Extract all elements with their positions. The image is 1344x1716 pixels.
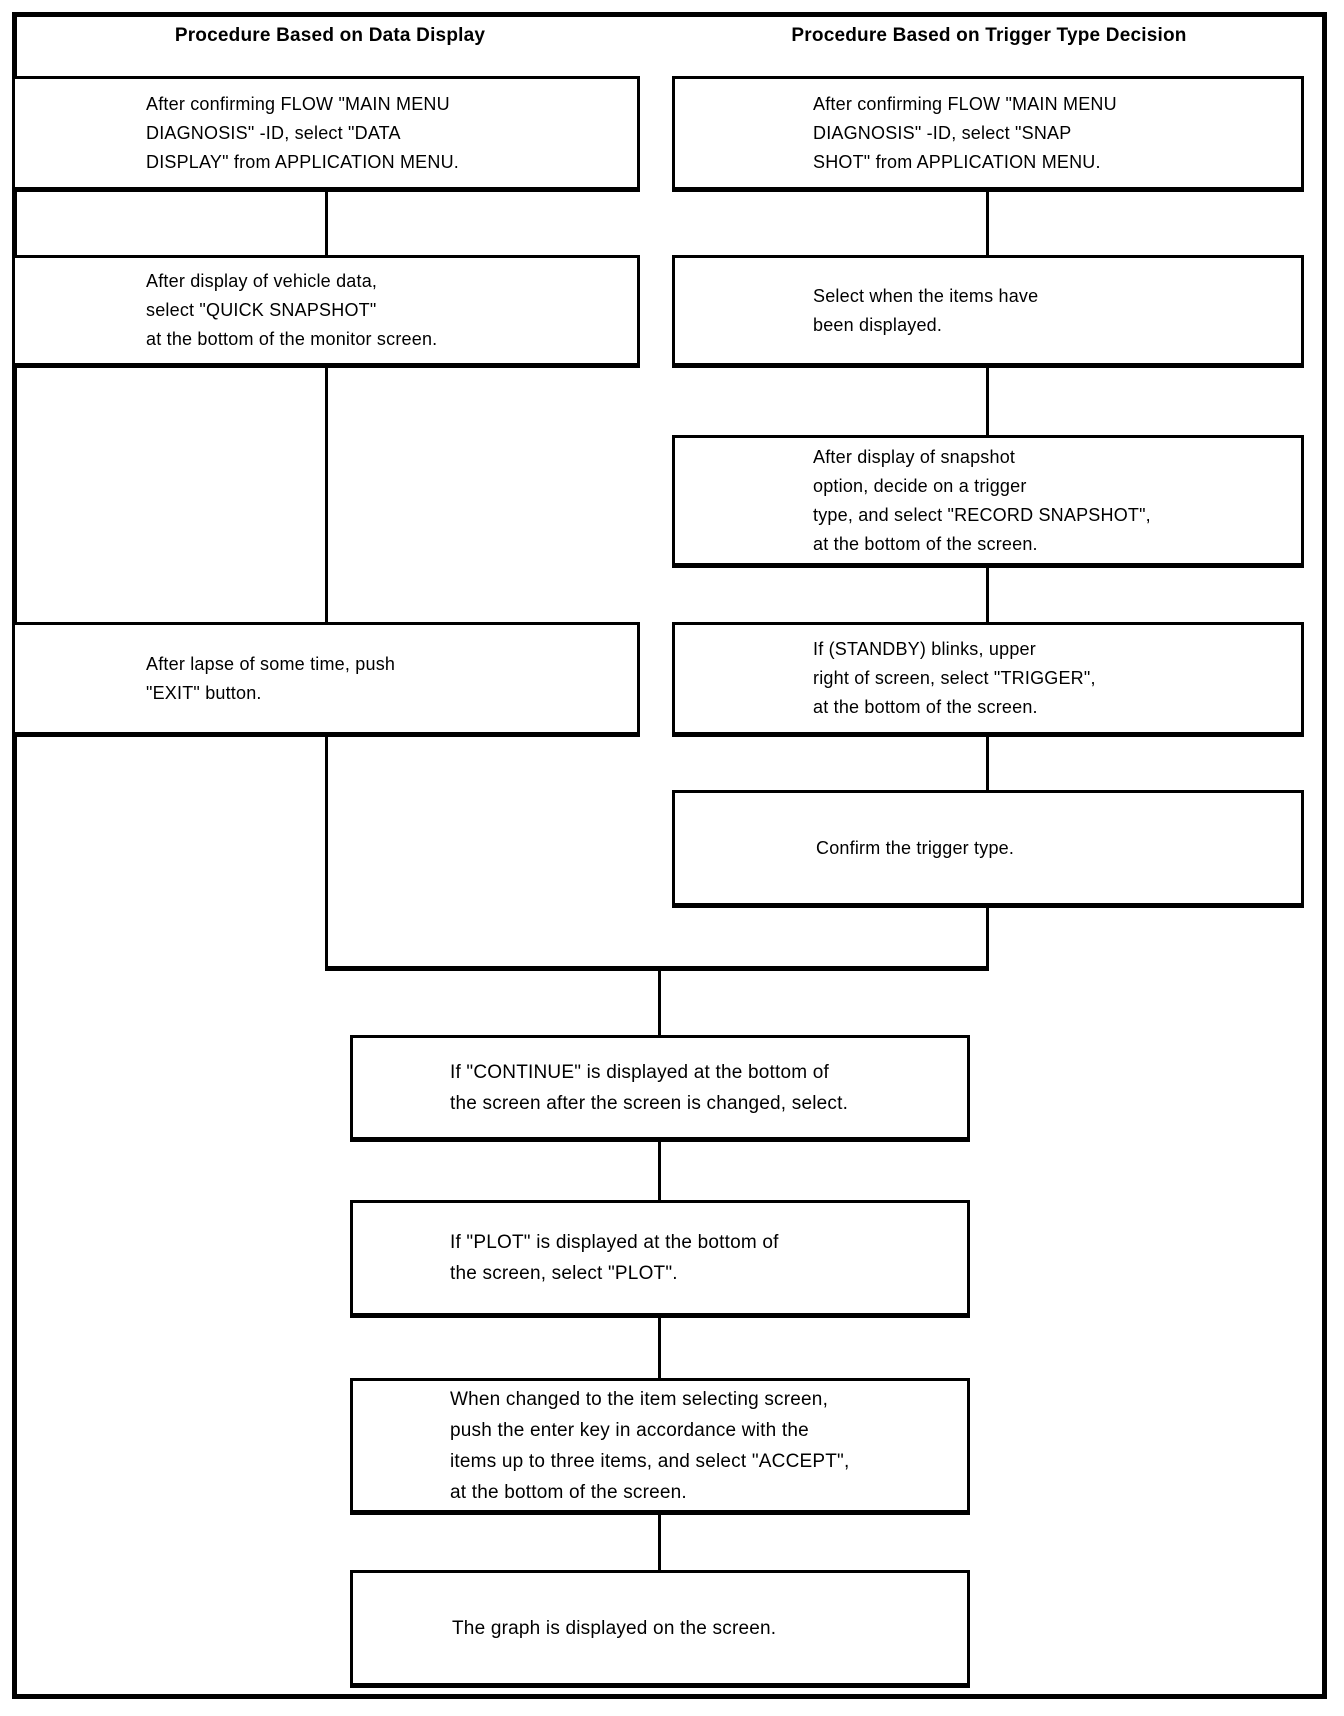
flow-box-text: If "CONTINUE" is displayed at the bottom… xyxy=(450,1061,849,1114)
connector-right-step1-step2 xyxy=(986,192,989,255)
connector-plot-to-accept xyxy=(658,1318,661,1378)
connector-merge-to-continue xyxy=(658,971,661,1035)
flow-box-trigger-step4: If (STANDBY) blinks, upper right of scre… xyxy=(672,622,1304,737)
connector-right-to-merge xyxy=(986,908,989,971)
flow-box-text: Select when the items have been displaye… xyxy=(813,285,1039,335)
flow-box-trigger-step5: Confirm the trigger type. xyxy=(672,790,1304,908)
flow-box-plot: If "PLOT" is displayed at the bottom of … xyxy=(350,1200,970,1318)
flow-box-text: After display of snapshot option, decide… xyxy=(813,446,1151,554)
connector-right-step3-step4 xyxy=(986,568,989,622)
connector-left-step2-step3 xyxy=(325,368,328,622)
right-column-header: Procedure Based on Trigger Type Decision xyxy=(791,25,1187,46)
flow-box-text: When changed to the item selecting scree… xyxy=(450,1388,850,1503)
flow-box-trigger-step3: After display of snapshot option, decide… xyxy=(672,435,1304,568)
flow-box-data-display-step1: After confirming FLOW "MAIN MENU DIAGNOS… xyxy=(12,76,640,192)
connector-accept-to-graph xyxy=(658,1515,661,1570)
flow-box-graph-displayed: The graph is displayed on the screen. xyxy=(350,1570,970,1688)
connector-right-step2-step3 xyxy=(986,368,989,435)
flow-box-continue: If "CONTINUE" is displayed at the bottom… xyxy=(350,1035,970,1142)
flow-box-text: After confirming FLOW "MAIN MENU DIAGNOS… xyxy=(146,93,459,172)
flow-box-text: If "PLOT" is displayed at the bottom of … xyxy=(450,1232,779,1284)
flow-box-text: The graph is displayed on the screen. xyxy=(452,1617,777,1639)
flow-box-text: After confirming FLOW "MAIN MENU DIAGNOS… xyxy=(813,93,1117,172)
flow-box-accept: When changed to the item selecting scree… xyxy=(350,1378,970,1515)
connector-right-step4-step5 xyxy=(986,737,989,790)
flow-box-text: After display of vehicle data, select "Q… xyxy=(146,271,438,349)
flow-box-text: If (STANDBY) blinks, upper right of scre… xyxy=(813,639,1096,717)
connector-merge-horizontal xyxy=(325,966,989,971)
page-border-frame xyxy=(12,12,1327,1699)
flow-box-data-display-step3: After lapse of some time, push "EXIT" bu… xyxy=(12,622,640,737)
left-column-header: Procedure Based on Data Display xyxy=(174,25,486,46)
flow-box-trigger-step1: After confirming FLOW "MAIN MENU DIAGNOS… xyxy=(672,76,1304,192)
connector-continue-to-plot xyxy=(658,1142,661,1200)
connector-left-step1-step2 xyxy=(325,192,328,255)
flow-box-data-display-step2: After display of vehicle data, select "Q… xyxy=(12,255,640,368)
flow-box-text: After lapse of some time, push "EXIT" bu… xyxy=(146,653,396,703)
connector-left-to-merge xyxy=(325,737,328,971)
flow-box-trigger-step2: Select when the items have been displaye… xyxy=(672,255,1304,368)
flow-box-text: Confirm the trigger type. xyxy=(816,837,1015,858)
